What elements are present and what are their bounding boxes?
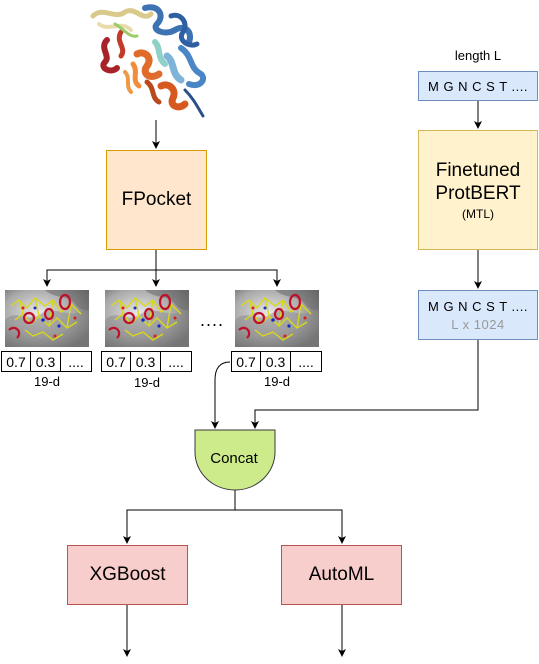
xgboost-box: XGBoost — [67, 545, 188, 605]
protbert-subtitle: (MTL) — [462, 207, 494, 221]
pocket-2-dim-label: 19-d — [133, 375, 161, 390]
xgboost-label: XGBoost — [89, 564, 166, 585]
pocket-2-image — [105, 290, 189, 347]
protbert-title-line2: ProtBERT — [435, 183, 521, 204]
protbert-box: Finetuned ProtBERT (MTL) — [418, 130, 538, 250]
sequence-input-box: M G N C S T .... — [418, 71, 538, 101]
sequence-embedding-box: M G N C S T .... L x 1024 — [418, 290, 538, 340]
pocket-ellipsis: .... — [200, 310, 225, 330]
feature-cell: .... — [161, 351, 192, 372]
arrow-fpocket-to-pocket-1 — [43, 269, 156, 287]
pocket-1-dim-label: 19-d — [33, 374, 61, 389]
feature-cell: 0.7 — [1, 351, 31, 372]
arrow-pocket-to-concat — [211, 361, 231, 429]
sequence-embedding-text: M G N C S T .... — [428, 298, 528, 314]
protbert-title-line1: Finetuned — [435, 160, 521, 181]
sequence-embedding-dims: L x 1024 — [451, 316, 505, 332]
arrow-embedding-to-concat — [251, 340, 479, 429]
pocket-3-dim-label: 19-d — [263, 374, 291, 389]
sequence-input-text: M G N C S T .... — [428, 78, 528, 94]
pocket-1-image — [5, 290, 89, 347]
feature-cell: .... — [61, 351, 92, 372]
concat-shape — [194, 429, 276, 491]
pocket-2-feature-vector: 0.7 0.3 .... — [101, 351, 192, 372]
pocket-3-feature-vector: 0.7 0.3 .... — [231, 351, 322, 372]
feature-cell: 0.3 — [261, 351, 291, 372]
arrow-concat-to-automl — [235, 509, 346, 544]
sequence-length-label: length L — [454, 48, 502, 63]
fpocket-box: FPocket — [106, 150, 207, 250]
feature-cell: 0.7 — [231, 351, 261, 372]
fpocket-label: FPocket — [121, 189, 192, 210]
concat-label: Concat — [210, 450, 258, 467]
feature-cell: 0.3 — [131, 351, 161, 372]
protein-ribbon-icon — [90, 4, 207, 118]
feature-cell: 0.3 — [31, 351, 61, 372]
automl-box: AutoML — [281, 545, 402, 605]
arrow-concat-to-xgboost — [123, 490, 236, 544]
pocket-3-image — [235, 290, 319, 347]
feature-cell: 0.7 — [101, 351, 131, 372]
feature-cell: .... — [291, 351, 322, 372]
pocket-1-feature-vector: 0.7 0.3 .... — [1, 351, 92, 372]
automl-label: AutoML — [308, 564, 375, 585]
arrow-fpocket-to-pocket-3 — [156, 269, 281, 287]
